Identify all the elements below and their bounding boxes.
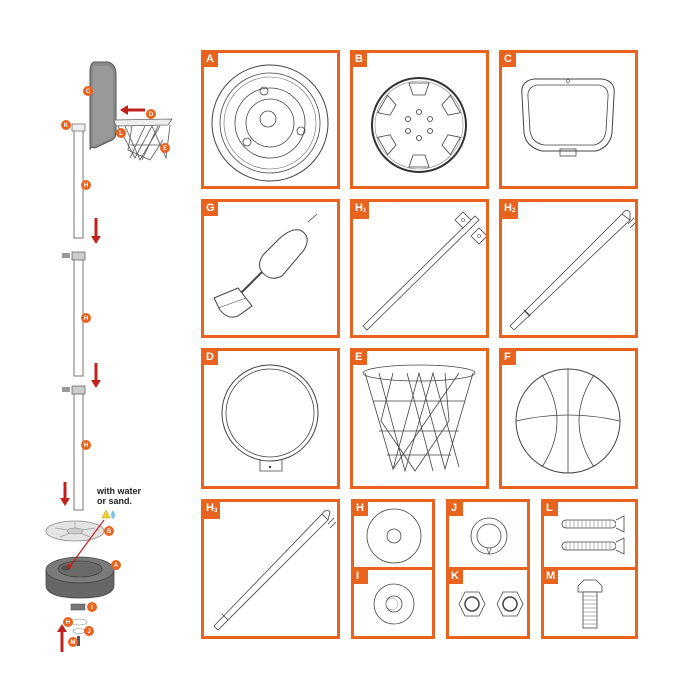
- part-card-i: I: [351, 567, 435, 639]
- svg-text:A: A: [114, 563, 119, 569]
- pole-with-bracket-icon: [362, 211, 486, 331]
- countersunk-bolts-icon: [561, 515, 625, 555]
- net-icon: [362, 364, 476, 473]
- spring-washer-icon: [470, 517, 508, 555]
- svg-text:I: I: [91, 605, 93, 611]
- part-card-b: B: [350, 50, 489, 189]
- svg-text:C: C: [86, 89, 91, 95]
- part-label: D: [204, 351, 218, 365]
- part-card-m: M: [541, 567, 638, 639]
- svg-text:L: L: [119, 131, 123, 137]
- part-label: I: [354, 570, 368, 584]
- backboard-icon: [521, 78, 615, 157]
- svg-text:E: E: [163, 146, 167, 152]
- callouts: C D K L E H H H B A I H J M: [61, 86, 170, 647]
- svg-text:K: K: [64, 123, 69, 129]
- part-card-d: D: [201, 348, 340, 489]
- large-washer-icon: [366, 508, 422, 564]
- small-washer-icon: [373, 583, 415, 625]
- svg-text:J: J: [87, 629, 90, 635]
- fill-instruction: with water or sand.: [97, 486, 142, 506]
- svg-text:H: H: [84, 316, 88, 322]
- svg-text:H: H: [84, 443, 88, 449]
- svg-text:H: H: [84, 183, 88, 189]
- part-card-g: G: [201, 199, 340, 338]
- part-card-j: J: [446, 499, 530, 570]
- part-card-k: K: [446, 567, 530, 639]
- svg-text:D: D: [149, 112, 154, 118]
- svg-text:M: M: [71, 640, 76, 646]
- part-card-h1: H1: [350, 199, 489, 338]
- part-label: E: [353, 351, 367, 365]
- part-label: M: [544, 570, 559, 584]
- part-label: G: [204, 202, 218, 216]
- part-label: H: [354, 502, 368, 516]
- part-label: H2: [502, 202, 519, 219]
- rim-icon: [221, 364, 319, 472]
- part-label: A: [204, 53, 218, 67]
- part-label: H3: [204, 502, 221, 519]
- part-label: B: [353, 53, 367, 67]
- tire-icon: [211, 64, 329, 182]
- part-card-h2: H2: [499, 199, 638, 338]
- part-card-h3: H3: [201, 499, 340, 639]
- part-card-c: C: [499, 50, 638, 189]
- part-card-l: L: [541, 499, 638, 570]
- assembly-illustration: C D K L E H H H B A I H J M: [45, 61, 173, 652]
- svg-text:B: B: [107, 529, 112, 535]
- bottom-pole-icon: [213, 510, 337, 631]
- part-label: C: [502, 53, 516, 67]
- assembly-diagram: C D K L E H H H B A I H J M with water o…: [0, 0, 200, 673]
- hex-nuts-icon: [458, 591, 524, 617]
- part-card-a: A: [201, 50, 340, 189]
- basketball-icon: [515, 368, 621, 474]
- part-label: F: [502, 351, 516, 365]
- part-card-h: H: [351, 499, 435, 570]
- svg-text:H: H: [66, 620, 70, 626]
- part-card-f: F: [499, 348, 638, 489]
- part-card-e: E: [350, 348, 489, 489]
- part-label: J: [449, 502, 463, 516]
- part-label: H1: [353, 202, 370, 219]
- middle-pole-icon: [509, 210, 635, 331]
- pump-icon: [213, 213, 318, 318]
- part-label: K: [449, 570, 463, 584]
- hubcap-icon: [371, 77, 467, 173]
- hex-bolt-icon: [577, 579, 603, 629]
- part-label: L: [544, 502, 558, 516]
